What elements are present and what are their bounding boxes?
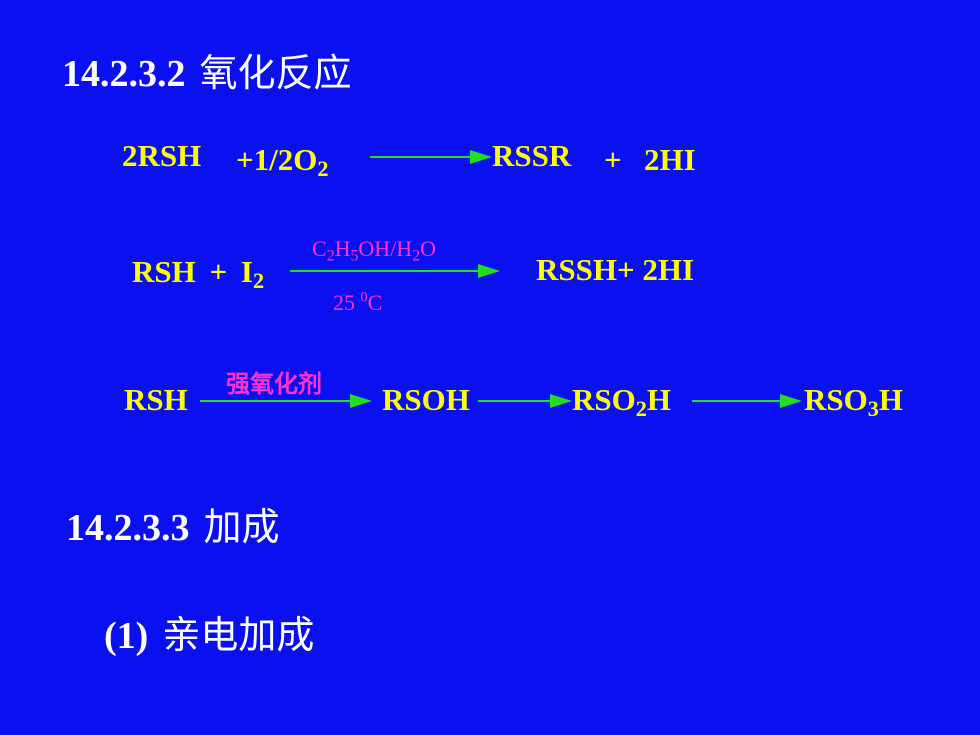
step2-sub: 2 [635,396,647,422]
cond-sub: 2 [326,247,335,265]
reaction1-product1: RSSR [492,138,572,173]
reaction3-arrow1 [200,394,372,408]
subsection-electrophilic-addition: (1) 亲电加成 [104,604,314,659]
subsection-number: (1) [104,615,149,657]
reaction2-reactant2: I [240,254,253,289]
step3-sub: 3 [867,396,879,422]
reaction3-step2: RSO2H [572,382,672,422]
reaction1-plus: + [604,142,622,177]
subsection-title: 亲电加成 [162,613,315,657]
reaction2-reactant2-sub: 2 [253,268,265,294]
reaction3-arrow3 [692,394,802,408]
reaction2-plus: + [209,254,228,289]
reaction2-reactant1: RSH [132,254,196,289]
step3-text: RSO [804,382,868,417]
reaction1-reactant2-sub: 2 [317,156,329,182]
cond-text: H [334,236,351,261]
reaction3-step1: RSOH [382,382,470,417]
reaction2-product: RSSH+ 2HI [536,252,695,287]
reaction3-step0: RSH [124,382,188,417]
step2-text: RSO [572,382,636,417]
section-heading-addition: 14.2.3.3 加成 [66,496,280,551]
reaction3-condition: 强氧化剂 [226,370,322,398]
reaction2-arrow [290,264,500,278]
reaction3-arrow2 [478,394,572,408]
reaction1-reactant2: +1/2O2 [236,142,329,182]
step2-text: H [646,382,672,417]
cond-text: O [420,236,437,261]
reaction1-reactant1: 2RSH [122,138,202,173]
reaction1-arrow [370,150,492,164]
cond-text: OH/H [358,236,413,261]
reaction1-product2: 2HI [644,142,696,177]
section-number: 14.2.3.3 [66,507,190,549]
section-heading-oxidation: 14.2.3.2 氧化反应 [62,42,352,97]
cond-sub: 2 [412,247,421,265]
reaction1-reactant2-text: +1/2O [236,142,318,177]
reaction2-condition-temperature: 25 0C [333,290,382,316]
step3-text: H [878,382,904,417]
section-number: 14.2.3.2 [62,53,186,95]
section-title: 加成 [203,505,280,549]
cond-text: C [312,236,327,261]
temp-unit: C [367,290,383,315]
reaction2-condition-solvent: C2H5OH/H2O [312,236,437,265]
temp-value: 25 [333,290,361,315]
section-title: 氧化反应 [199,51,352,95]
cond-sub: 5 [350,247,359,265]
reaction2-reactants: RSH + I2 [132,254,265,294]
temp-sup: 0 [360,289,368,306]
reaction3-step3: RSO3H [804,382,904,422]
